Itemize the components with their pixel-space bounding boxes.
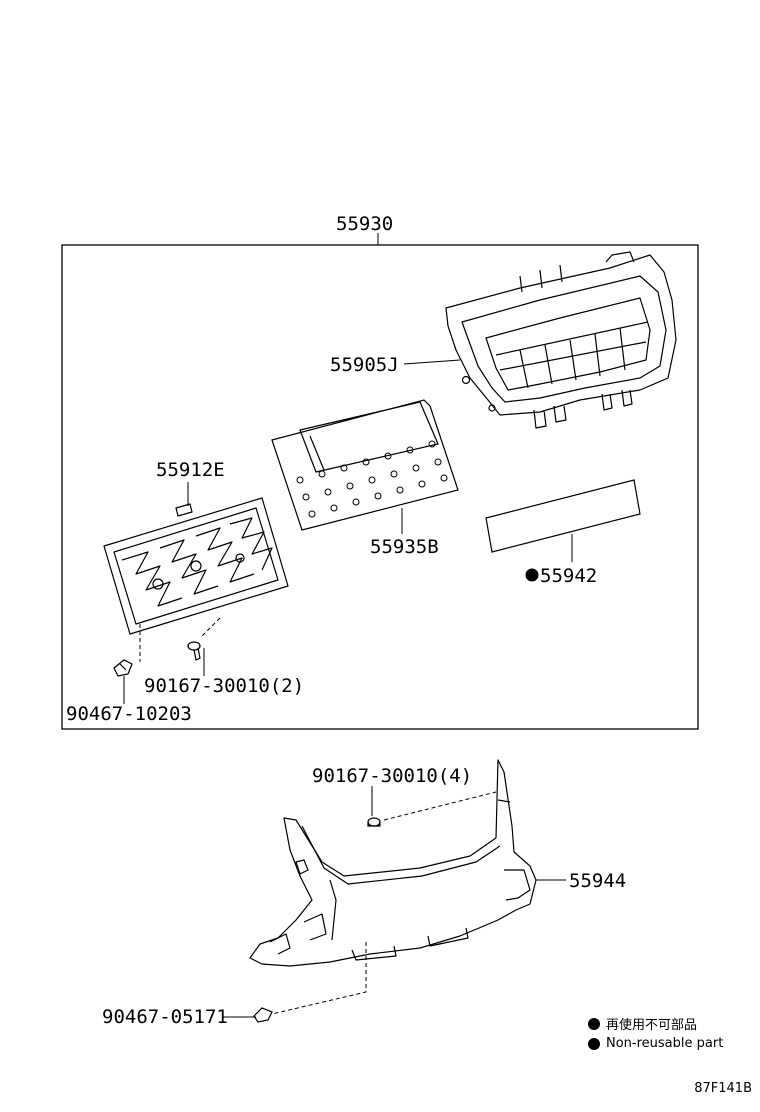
switch-board-buttons: [296, 440, 448, 518]
screw-a-drawing: [187, 641, 201, 661]
clip-b-drawing: [253, 1007, 273, 1023]
lower-panel-drawing: [249, 759, 537, 967]
label-55944: 55944: [569, 870, 626, 892]
legend-japanese-text: 再使用不可部品: [606, 1018, 698, 1033]
screw-b-drawing: [367, 817, 381, 827]
label-90167-30010-4: 90167-30010(4): [312, 765, 472, 787]
screw-a-dash: [201, 617, 221, 637]
non-reusable-marker-icon: [525, 568, 539, 582]
legend-english: Non-reusable part: [588, 1036, 723, 1051]
switch-board-drawing: [271, 399, 459, 531]
assembly-frame: [61, 244, 699, 730]
label-90167-30010-2: 90167-30010(2): [144, 675, 304, 697]
label-90467-05171: 90467-05171: [102, 1006, 228, 1028]
legend-japanese: 再使用不可部品: [588, 1014, 697, 1033]
label-55942: 55942: [540, 565, 597, 587]
panel-upper-leader: [403, 359, 461, 365]
label-55905J: 55905J: [330, 354, 399, 376]
figure-code: 87F141B: [694, 1081, 752, 1096]
clip-b-dash: [271, 942, 367, 1015]
label-90467-10203: 90467-10203: [66, 703, 192, 725]
legend-english-text: Non-reusable part: [606, 1036, 724, 1051]
panel-upper-drawing: [445, 251, 677, 429]
clip-a-drawing: [113, 659, 133, 677]
label-55930: 55930: [336, 213, 393, 235]
label-55912E: 55912E: [156, 459, 225, 481]
bracket-drawing: [103, 497, 289, 635]
label-plate-drawing: [485, 479, 641, 553]
filled-circle-icon: [588, 1017, 600, 1030]
label-55935B: 55935B: [370, 536, 439, 558]
filled-circle-icon: [588, 1037, 600, 1050]
screw-b-dash: [383, 791, 497, 821]
